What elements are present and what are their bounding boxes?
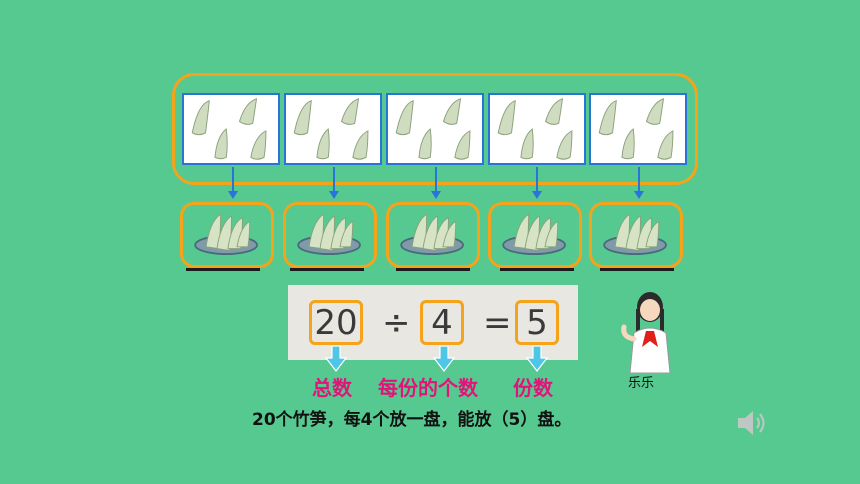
- bamboo-shoot-icon: [395, 98, 471, 160]
- bamboo-bunch-2: [284, 93, 382, 165]
- label-per-share: 每份的个数: [378, 376, 478, 400]
- plate-underline-4: [500, 268, 574, 271]
- plate-icon: [603, 213, 667, 255]
- bamboo-bunch-5: [589, 93, 687, 165]
- equation-divisor: 4: [420, 300, 464, 345]
- plate-box-4: [488, 202, 582, 268]
- bamboo-shoot-icon: [293, 98, 369, 160]
- arrow-down-icon: [431, 167, 441, 199]
- plate-icon: [400, 213, 464, 255]
- arrow-down-icon: [433, 346, 455, 372]
- girl-character-icon: [621, 292, 671, 373]
- label-total: 总数: [312, 376, 352, 400]
- plate-underline-2: [290, 268, 364, 271]
- speaker-icon[interactable]: [736, 408, 768, 438]
- equation-divide-sign: ÷: [382, 303, 411, 343]
- plate-box-2: [283, 202, 377, 268]
- arrow-down-icon: [228, 167, 238, 199]
- bamboo-shoot-icon: [598, 98, 674, 160]
- plate-underline-5: [600, 268, 674, 271]
- bamboo-shoot-icon: [191, 98, 267, 160]
- plate-icon: [194, 213, 258, 255]
- arrow-down-icon: [325, 346, 347, 372]
- equation-equals-sign: =: [483, 303, 512, 343]
- plate-box-3: [386, 202, 480, 268]
- arrow-down-icon: [329, 167, 339, 199]
- arrow-down-icon: [526, 346, 548, 372]
- plate-box-1: [180, 202, 274, 268]
- bamboo-bunch-1: [182, 93, 280, 165]
- problem-sentence: 20个竹笋，每4个放一盘，能放（5）盘。: [252, 410, 572, 430]
- arrow-down-icon: [532, 167, 542, 199]
- bamboo-shoot-icon: [497, 98, 573, 160]
- equation-dividend: 20: [309, 300, 363, 345]
- label-shares: 份数: [513, 376, 553, 400]
- bamboo-bunch-4: [488, 93, 586, 165]
- character-name: 乐乐: [628, 376, 655, 391]
- plate-underline-1: [186, 268, 260, 271]
- plate-underline-3: [396, 268, 470, 271]
- arrow-down-icon: [634, 167, 644, 199]
- bamboo-bunch-3: [386, 93, 484, 165]
- equation-quotient: 5: [515, 300, 559, 345]
- plate-icon: [502, 213, 566, 255]
- plate-icon: [297, 213, 361, 255]
- plate-box-5: [589, 202, 683, 268]
